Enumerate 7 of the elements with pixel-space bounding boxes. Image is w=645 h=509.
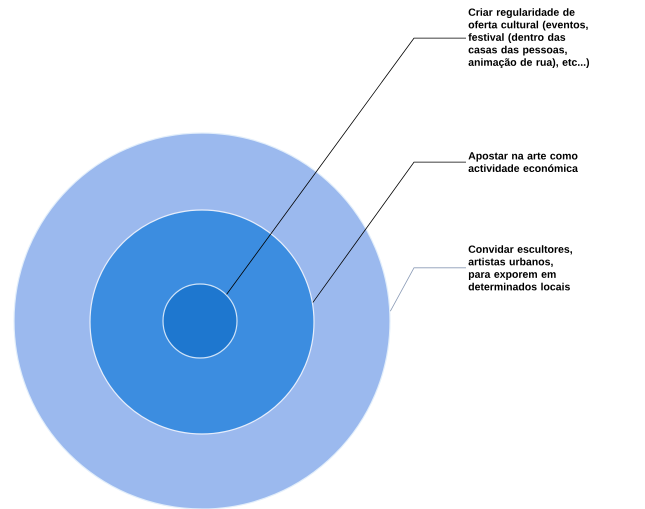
leader-line <box>312 162 466 303</box>
leader-line <box>390 267 466 312</box>
callout-text: Apostar na arte como actividade económica <box>468 152 578 172</box>
callout-text: Criar regularidade de oferta cultural (eventos, festival (dentro das casas das pessoas, animação de rua), etc...) <box>468 8 590 68</box>
ring-circle <box>162 283 238 359</box>
leader-line <box>226 38 466 295</box>
callout-text: Convidar escultores, artistas urbanos, para exporem em determinados locais <box>468 245 572 290</box>
